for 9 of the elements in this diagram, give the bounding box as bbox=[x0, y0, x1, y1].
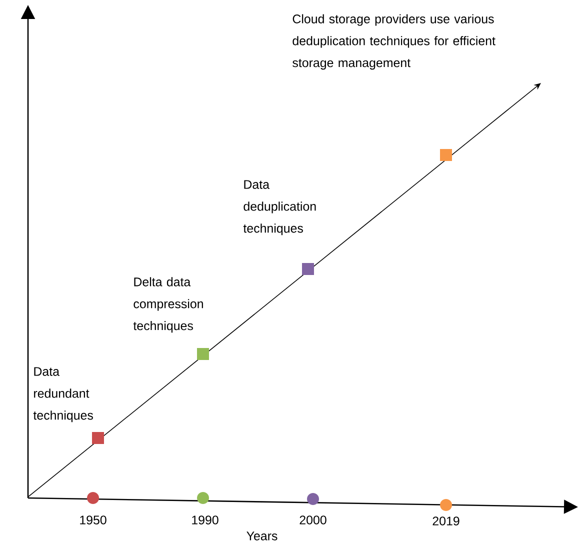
event-text: Data deduplication techniques bbox=[243, 180, 316, 236]
year-label: 2019 bbox=[432, 516, 460, 526]
year-label: 1950 bbox=[80, 516, 106, 524]
event-text: Cloud storage providers use various deduplication techniques for efficient storage management bbox=[292, 14, 496, 70]
year-label: 1990 bbox=[192, 516, 218, 524]
year-label: 2000 bbox=[300, 516, 326, 524]
event-text: Delta data compression techniques bbox=[133, 277, 203, 333]
event-text: Data redundant techniques bbox=[33, 367, 93, 422]
axis-title: Years bbox=[246, 532, 278, 540]
